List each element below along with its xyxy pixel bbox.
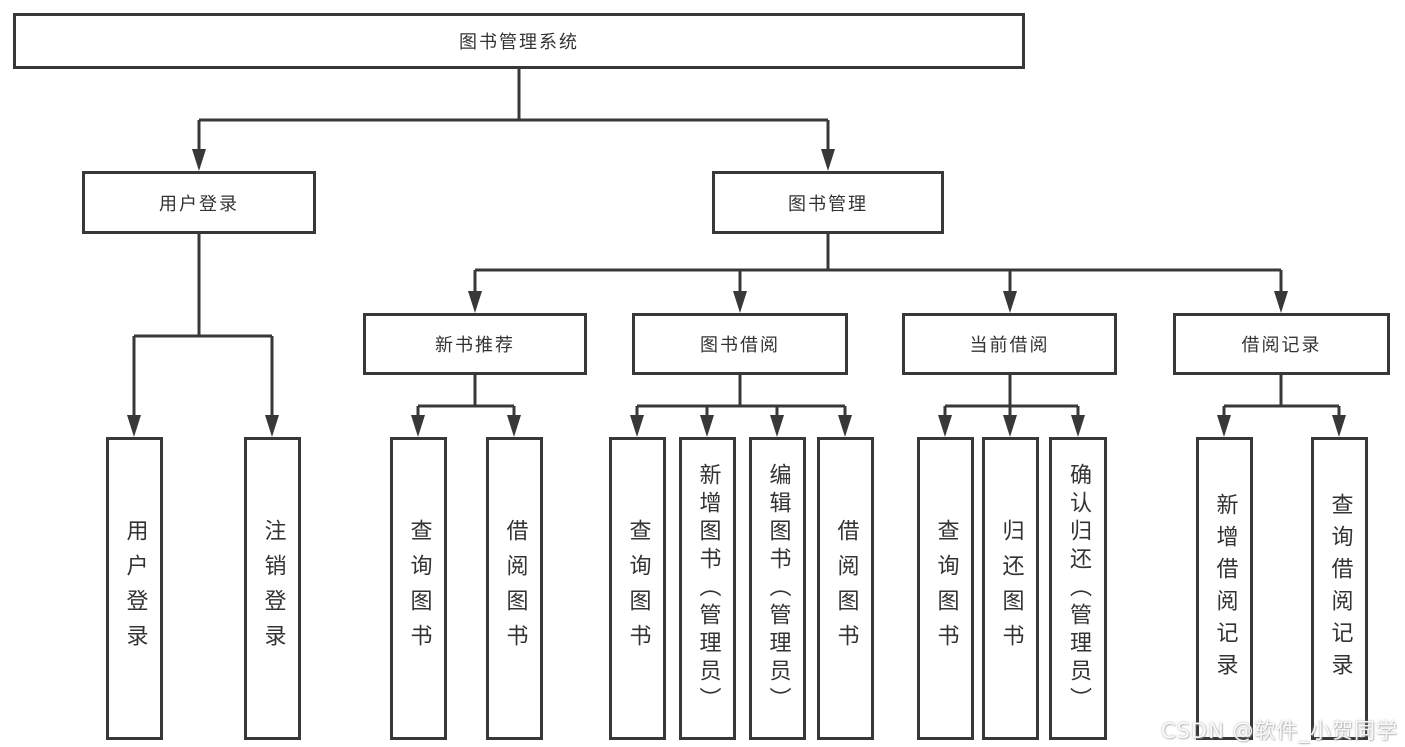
node-new-book-recommend: 新书推荐	[363, 313, 587, 375]
node-label: 图书管理	[788, 193, 868, 215]
leaf-logout: 注销登录	[244, 437, 301, 740]
node-label: 借阅记录	[1241, 335, 1322, 356]
node-label: 编辑图书（管理员）	[765, 462, 791, 715]
node-label: 用户登录	[159, 193, 239, 215]
node-label: 图书借阅	[700, 335, 780, 356]
node-label: 归还图书	[998, 518, 1024, 659]
leaf-user-login: 用户登录	[106, 437, 163, 740]
node-label: 用户登录	[122, 518, 148, 659]
leaf-borrowing-edit-books-admin: 编辑图书（管理员）	[749, 437, 806, 740]
leaf-current-confirm-return-admin: 确认归还（管理员）	[1049, 437, 1107, 740]
node-label: 借阅图书	[502, 518, 528, 659]
leaf-records-query-record: 查询借阅记录	[1311, 437, 1368, 740]
node-label: 查询借阅记录	[1327, 492, 1353, 685]
leaf-recommend-query-books: 查询图书	[390, 437, 447, 740]
node-label: 图书管理系统	[459, 32, 579, 53]
leaf-borrowing-query-books: 查询图书	[609, 437, 666, 740]
leaf-current-return-books: 归还图书	[982, 437, 1039, 740]
node-label: 当前借阅	[969, 335, 1050, 356]
leaf-borrowing-add-books-admin: 新增图书（管理员）	[679, 437, 736, 740]
node-book-management: 图书管理	[712, 171, 944, 234]
leaf-recommend-borrow-books: 借阅图书	[486, 437, 543, 740]
leaf-current-query-books: 查询图书	[917, 437, 974, 740]
node-label: 新增借阅记录	[1212, 492, 1238, 685]
node-label: 查询图书	[625, 518, 651, 659]
node-library-management-system: 图书管理系统	[13, 13, 1025, 69]
node-label: 新书推荐	[435, 335, 515, 356]
node-label: 确认归还（管理员）	[1066, 462, 1091, 715]
node-label: 查询图书	[406, 518, 432, 659]
node-label: 新增图书（管理员）	[695, 462, 721, 715]
node-label: 借阅图书	[833, 518, 859, 659]
node-label: 注销登录	[260, 518, 286, 659]
node-current-borrowing: 当前借阅	[902, 313, 1117, 375]
watermark: CSDN @软件_小贺同学	[1160, 719, 1398, 743]
node-label: 查询图书	[933, 518, 959, 659]
node-user-login: 用户登录	[82, 171, 316, 234]
node-borrowing-records: 借阅记录	[1173, 313, 1390, 375]
leaf-records-add-record: 新增借阅记录	[1196, 437, 1253, 740]
node-book-borrowing: 图书借阅	[632, 313, 848, 375]
leaf-borrowing-borrow-books: 借阅图书	[817, 437, 874, 740]
